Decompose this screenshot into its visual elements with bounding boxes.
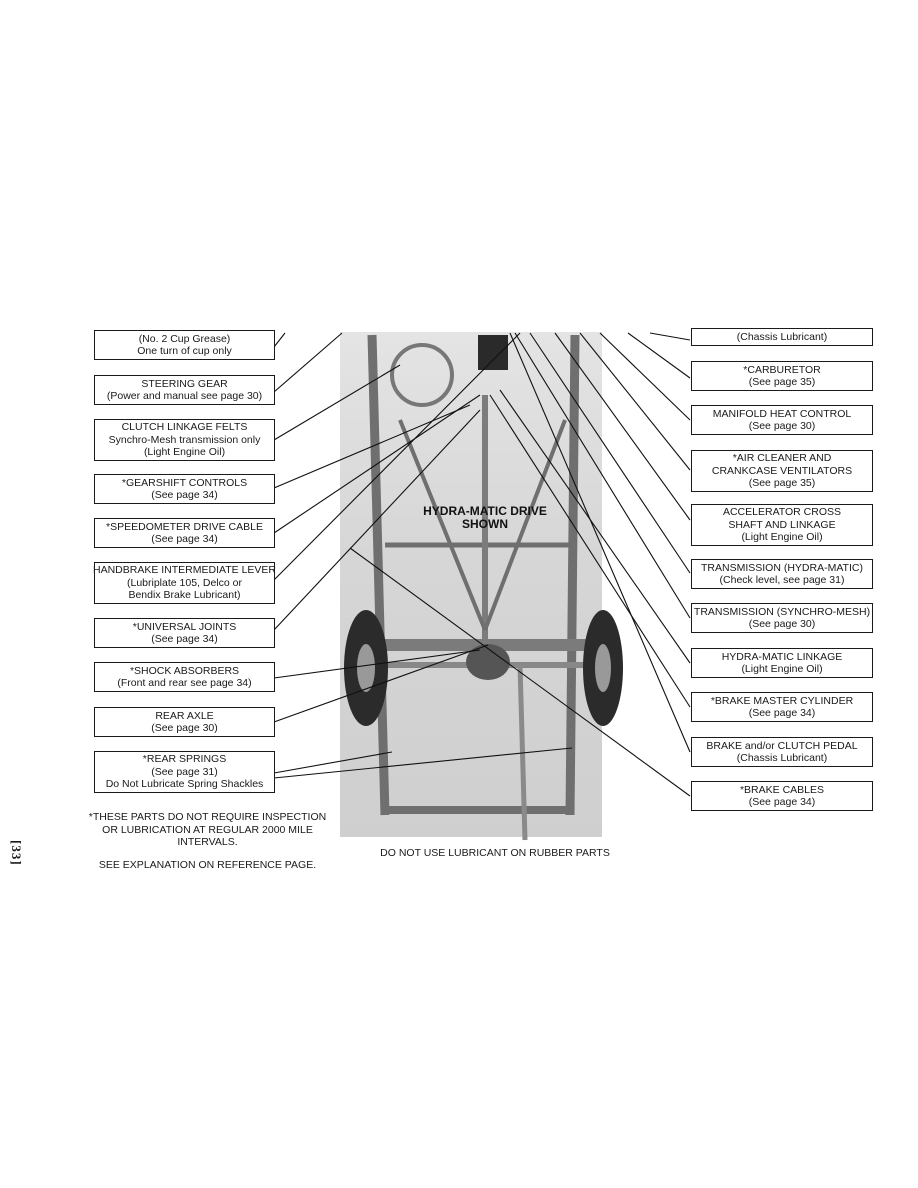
label-rear-springs: *REAR SPRINGS(See page 31)Do Not Lubrica… <box>94 751 275 793</box>
label-transmission-synchro-mesh: TRANSMISSION (SYNCHRO-MESH)(See page 30) <box>691 603 873 633</box>
label-manifold-heat-control: MANIFOLD HEAT CONTROL(See page 30) <box>691 405 873 435</box>
label-brake-cables: *BRAKE CABLES(See page 34) <box>691 781 873 811</box>
label-brake-clutch-pedal: BRAKE and/or CLUTCH PEDAL(Chassis Lubric… <box>691 737 873 767</box>
footnote: *THESE PARTS DO NOT REQUIRE INSPECTION O… <box>88 811 327 871</box>
label-speedometer-drive-cable: *SPEEDOMETER DRIVE CABLE(See page 34) <box>94 518 275 548</box>
label-transmission-hydra-matic: TRANSMISSION (HYDRA-MATIC)(Check level, … <box>691 559 873 589</box>
rubber-parts-note: DO NOT USE LUBRICANT ON RUBBER PARTS <box>380 847 610 859</box>
label-steering-gear: STEERING GEAR(Power and manual see page … <box>94 375 275 405</box>
label-carburetor: *CARBURETOR(See page 35) <box>691 361 873 391</box>
label-handbrake-intermediate-lever: HANDBRAKE INTERMEDIATE LEVER(Lubriplate … <box>93 562 276 604</box>
diagram-title: HYDRA-MATIC DRIVE SHOWN <box>423 504 547 531</box>
label-shock-absorbers: *SHOCK ABSORBERS(Front and rear see page… <box>94 662 275 692</box>
label-gearshift-controls: *GEARSHIFT CONTROLS(See page 34) <box>94 474 275 504</box>
label-distributor: (No. 2 Cup Grease)One turn of cup only <box>94 330 275 360</box>
page-number: [33] <box>9 840 24 866</box>
label-universal-joints: *UNIVERSAL JOINTS(See page 34) <box>94 618 275 648</box>
label-brake-master-cylinder: *BRAKE MASTER CYLINDER(See page 34) <box>691 692 873 722</box>
label-chassis-lubricant-top: (Chassis Lubricant) <box>691 328 873 346</box>
rear-wheels <box>344 610 623 726</box>
label-rear-axle: REAR AXLE(See page 30) <box>94 707 275 737</box>
label-hydra-matic-linkage: HYDRA-MATIC LINKAGE(Light Engine Oil) <box>691 648 873 678</box>
